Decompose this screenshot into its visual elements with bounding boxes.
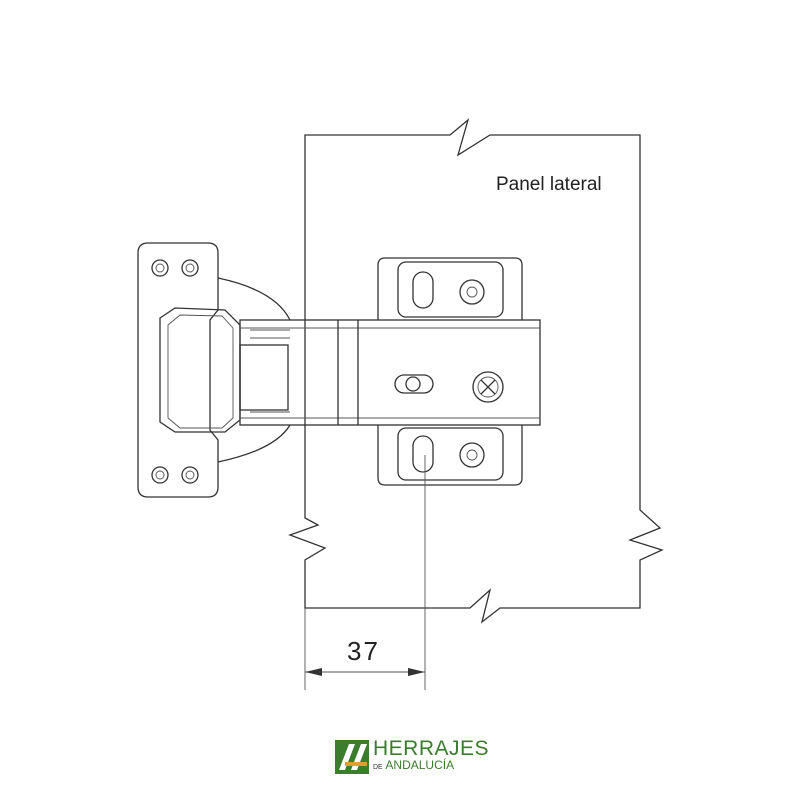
logo-line1: HERRAJES: [373, 737, 490, 760]
hinge-cup: [217, 277, 291, 463]
hinge-base-plate: [137, 242, 241, 498]
hinge-arm: [239, 319, 541, 426]
mounting-plate: [377, 257, 523, 486]
side-panel-outline: [288, 118, 664, 624]
logo-prefix: DE: [373, 764, 383, 771]
dimension-37: [304, 455, 426, 690]
logo-mark-icon: [335, 739, 369, 774]
dimension-label: 37: [347, 636, 380, 666]
panel-lateral-label: Panel lateral: [496, 174, 602, 195]
logo-line2: ANDALUCÍA: [385, 758, 455, 772]
brand-logo: HERRAJES DE ANDALUCÍA: [335, 737, 490, 774]
